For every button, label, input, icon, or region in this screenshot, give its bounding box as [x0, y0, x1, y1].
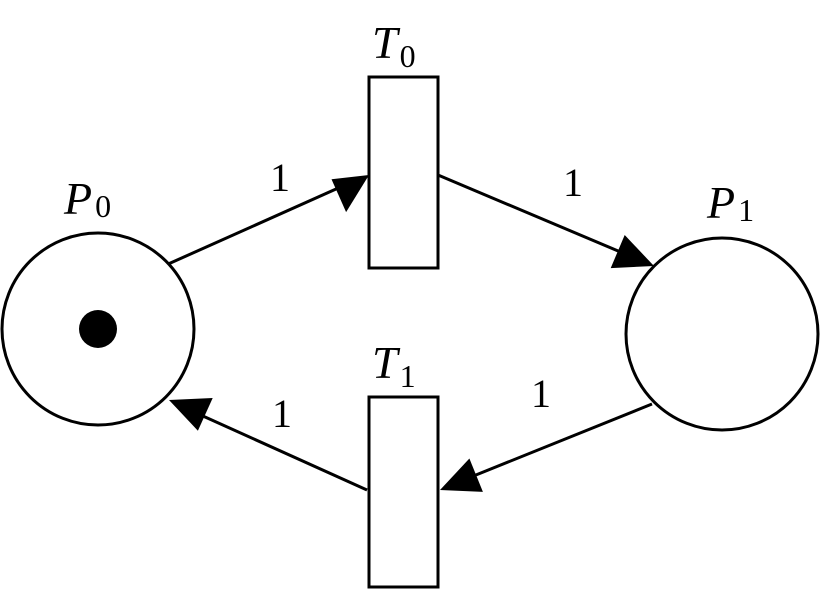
arrowhead-p1-t1 [440, 458, 483, 492]
arrowhead-t0-p1 [610, 235, 654, 269]
transition-t0 [367, 75, 440, 270]
label-t1-index: 1 [400, 358, 416, 394]
label-p1-index: 1 [738, 192, 754, 228]
arc-t1-p0 [193, 410, 368, 492]
label-t1: T1 [372, 337, 416, 394]
arrowhead-t1-p0 [169, 398, 213, 431]
label-p0-index: 0 [95, 188, 111, 224]
label-t0-index: 0 [400, 38, 416, 74]
arc-p1-t1 [465, 402, 653, 481]
label-t1-letter: T [372, 337, 401, 388]
label-t0-letter: T [372, 17, 401, 68]
transition-t1 [367, 395, 440, 589]
place-p1 [624, 236, 820, 432]
token-p0 [79, 310, 117, 348]
weight-t1-p0: 1 [272, 391, 292, 436]
label-p0: P0 [63, 173, 111, 224]
arc-t0-p1 [437, 173, 631, 258]
label-t0: T0 [372, 17, 416, 74]
weight-p0-t0: 1 [270, 155, 290, 200]
weight-t0-p1: 1 [563, 160, 583, 205]
arc-p0-t0 [165, 183, 346, 267]
label-p0-letter: P [63, 173, 92, 224]
label-p1-letter: P [706, 177, 735, 228]
label-p1: P1 [706, 177, 754, 228]
weight-p1-t1: 1 [531, 371, 551, 416]
arrowhead-p0-t0 [331, 175, 369, 213]
